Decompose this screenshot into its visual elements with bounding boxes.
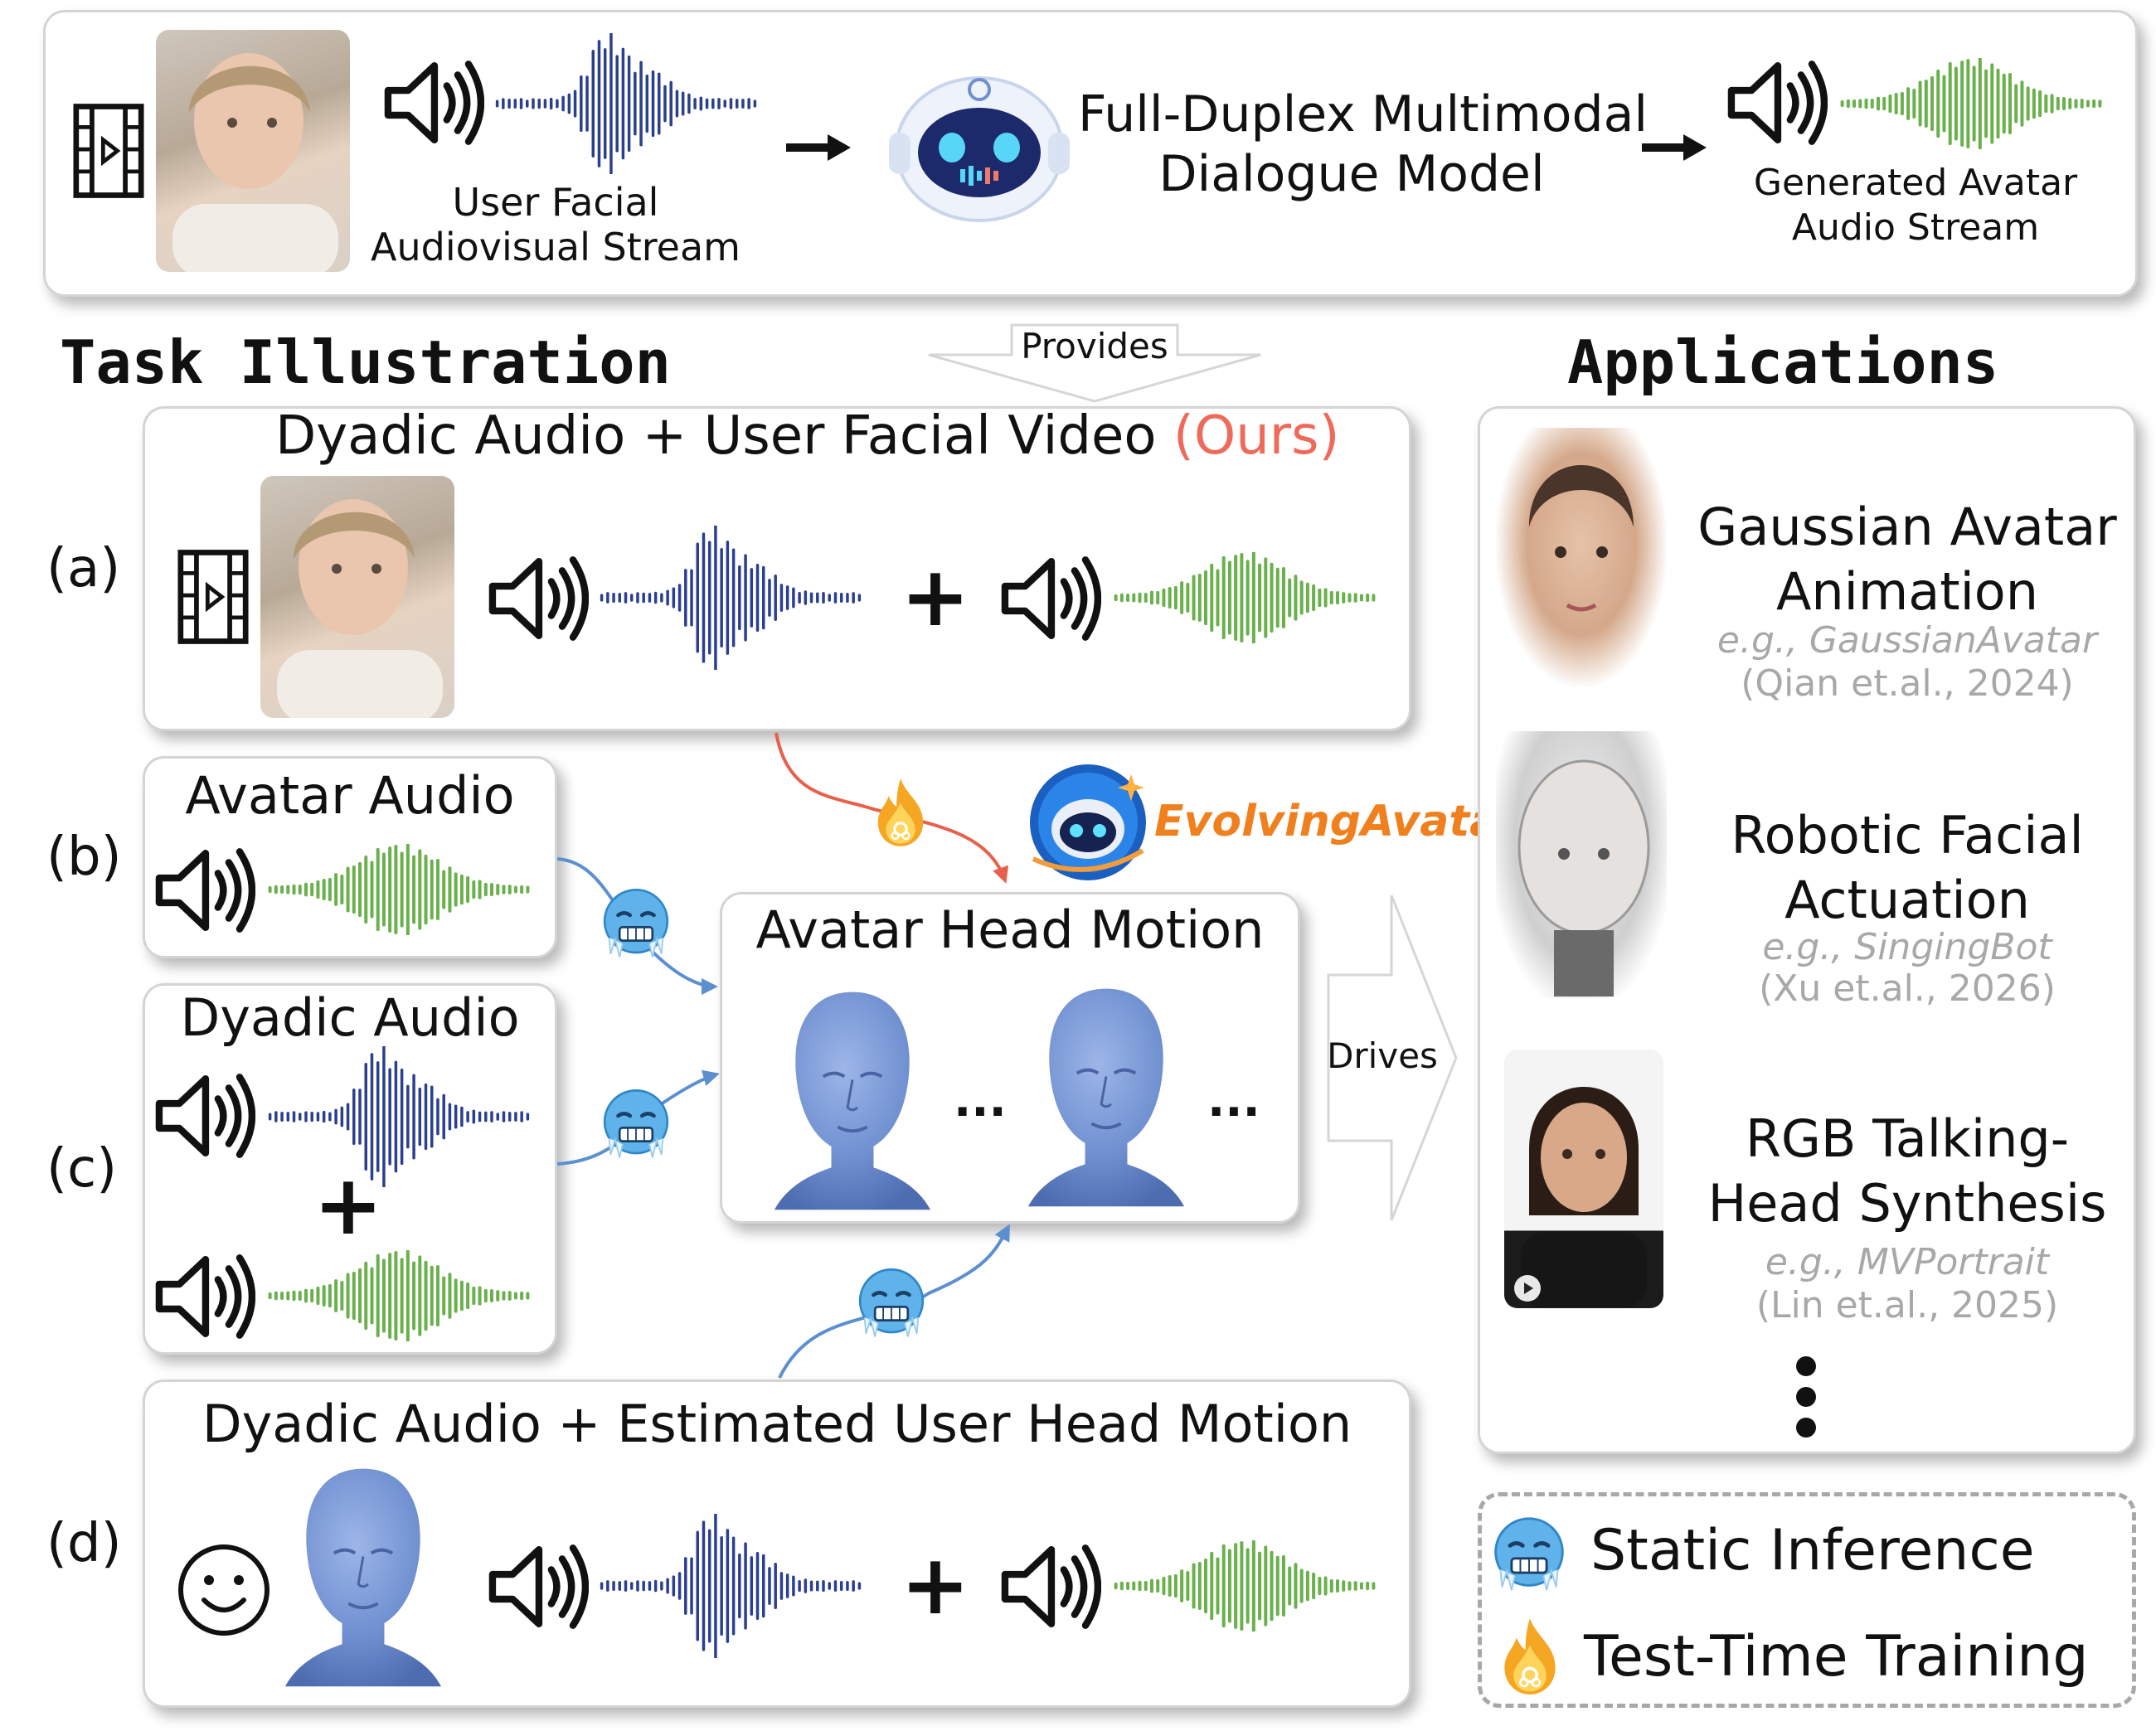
task-tag-b: (b) [46, 827, 122, 888]
frozen-face-icon [854, 1265, 929, 1340]
task-b-panel [143, 756, 557, 958]
drives-arrow [1327, 895, 1458, 1221]
app-3-citation: (Lin et.al., 2025) [1755, 1284, 2059, 1326]
task-a-title-text: Dyadic Audio + User Facial Video [275, 405, 1157, 467]
user-stream-label-2: Audiovisual Stream [371, 225, 741, 269]
frozen-face-icon [599, 885, 673, 960]
task-c-title: Dyadic Audio [180, 987, 520, 1048]
plus-sign: + [901, 1536, 970, 1633]
legend-box [1478, 1492, 2136, 1708]
avatar-audio-waveform [268, 844, 530, 935]
talking-head-video-thumbnail [1504, 1050, 1663, 1308]
app-1-title-1: Gaussian Avatar [1697, 497, 2117, 557]
avatar-audio-waveform [1840, 58, 2102, 149]
app-3-title-2: Head Synthesis [1707, 1173, 2107, 1234]
evolving-avatar-brand: EvolvingAvatar [1154, 797, 1520, 846]
task-d-title: Dyadic Audio + Estimated User Head Motio… [202, 1394, 1352, 1454]
more-vertical-dots-icon [1796, 1356, 1816, 1438]
applications-heading: Applications [1567, 327, 1999, 397]
arrow-right-icon [1642, 134, 1707, 161]
generated-audio-label-1: Generated Avatar [1753, 162, 2078, 204]
sequence-dots: ... [1207, 1074, 1260, 1127]
user-face-photo [260, 476, 454, 718]
app-1-citation: (Qian et.al., 2024) [1741, 662, 2074, 705]
robot-icon [889, 76, 1070, 222]
user-audio-waveform [600, 526, 862, 670]
legend-static-inference: Static Inference [1590, 1518, 2035, 1583]
model-label-2: Dialogue Model [1158, 145, 1545, 203]
plus-sign: + [901, 548, 970, 645]
smiley-icon [178, 1544, 270, 1636]
app-1-example: e.g., GaussianAvatar [1717, 619, 2098, 662]
task-illustration-heading: Task Illustration [60, 327, 671, 397]
gaussian-avatar-face-photo [1496, 428, 1667, 686]
task-b-title: Avatar Audio [185, 765, 515, 826]
avatar-audio-waveform [268, 1250, 530, 1341]
avatar-audio-waveform [1114, 1540, 1376, 1632]
user-audio-waveform [600, 1514, 862, 1658]
frozen-face-icon [599, 1086, 673, 1161]
app-3-title-1: RGB Talking- [1745, 1108, 2070, 1169]
robotic-head-photo [1496, 731, 1667, 998]
frozen-face-icon [1489, 1514, 1569, 1593]
task-c-panel [143, 983, 557, 1355]
top-pipeline-panel [43, 10, 2138, 297]
provides-arrow [928, 323, 1261, 403]
user-audio-waveform [495, 33, 757, 174]
plus-sign: + [313, 1156, 383, 1253]
user-face-photo [156, 30, 350, 272]
task-tag-a: (a) [46, 538, 121, 599]
app-2-title-1: Robotic Facial [1731, 805, 2084, 865]
evolving-avatar-logo-icon [1030, 764, 1146, 880]
avatar-head-motion-title: Avatar Head Motion [755, 899, 1265, 960]
app-2-citation: (Xu et.al., 2026) [1759, 967, 2056, 1010]
sequence-dots: ... [954, 1074, 1007, 1127]
drives-label: Drives [1327, 1035, 1438, 1076]
app-1-title-2: Animation [1775, 561, 2039, 622]
task-a-title: Dyadic Audio + User Facial Video (Ours) [275, 405, 1340, 468]
user-audio-waveform [268, 1046, 530, 1187]
avatar-audio-waveform [1114, 552, 1376, 643]
app-2-example: e.g., SingingBot [1762, 926, 2052, 968]
task-tag-d: (d) [46, 1513, 122, 1574]
arrow-right-icon [786, 134, 851, 161]
app-3-example: e.g., MVPortrait [1765, 1241, 2050, 1283]
task-tag-c: (c) [46, 1138, 118, 1200]
user-stream-label-1: User Facial [452, 180, 659, 225]
ours-label: (Ours) [1173, 405, 1340, 467]
generated-audio-label-2: Audio Stream [1791, 206, 2040, 249]
fire-icon [1493, 1615, 1567, 1698]
play-icon[interactable] [1513, 1273, 1542, 1303]
legend-test-time-training: Test-Time Training [1584, 1624, 2089, 1690]
fire-icon [867, 776, 934, 849]
app-2-title-2: Actuation [1785, 870, 2030, 930]
provides-label: Provides [1021, 326, 1168, 366]
model-label-1: Full-Duplex Multimodal [1078, 85, 1649, 143]
